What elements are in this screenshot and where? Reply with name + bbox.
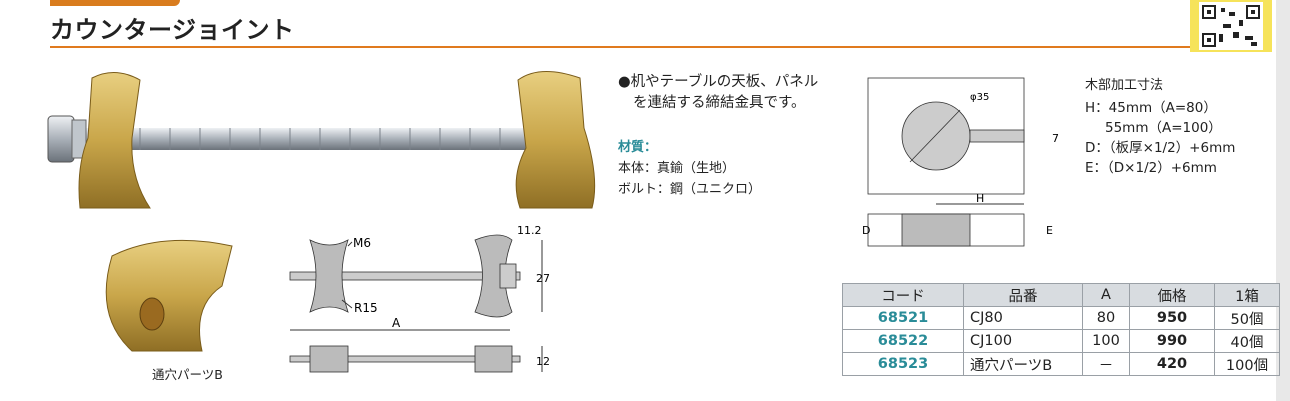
- material-bolt: ボルト：鋼（ユニクロ）: [618, 182, 762, 197]
- header-a: A: [1082, 283, 1130, 307]
- hole-drawing: φ35 7 H D E: [862, 77, 1059, 247]
- wood-work-heading: 木部加工寸法: [1085, 78, 1164, 93]
- phi-label: φ35: [970, 92, 989, 103]
- table-row: 68521 CJ80 80 950 50個: [842, 306, 1280, 330]
- cell-a: 80: [1082, 306, 1130, 330]
- product-photo: [47, 70, 596, 209]
- table-row: 68523 通穴パーツB － 420 100個: [842, 352, 1280, 376]
- page-title: カウンタージョイント: [50, 16, 295, 44]
- cell-a: 100: [1082, 329, 1130, 353]
- header-price: 価格: [1129, 283, 1215, 307]
- e-label: E: [1046, 224, 1053, 237]
- cell-price: 420: [1129, 352, 1215, 376]
- wood-line-2: 55mm（A=100）: [1105, 120, 1222, 136]
- h-label: H: [976, 192, 984, 205]
- page-edge: [1276, 0, 1290, 401]
- title-divider: [50, 46, 1190, 48]
- spec-table: コード 品番 A 価格 1箱 68521 CJ80 80 950 50個 685…: [842, 283, 1280, 376]
- cell-part-number: 通穴パーツB: [963, 352, 1083, 376]
- cell-price: 990: [1129, 329, 1215, 353]
- qr-code-icon[interactable]: [1190, 0, 1272, 52]
- cell-box: 40個: [1214, 329, 1280, 353]
- cell-code: 68522: [842, 329, 964, 353]
- cell-part-number: CJ100: [963, 329, 1083, 353]
- cell-a: －: [1082, 352, 1130, 376]
- cell-code: 68523: [842, 352, 964, 376]
- table-header-row: コード 品番 A 価格 1箱: [842, 283, 1280, 307]
- dim-12-label: 12: [536, 355, 550, 368]
- material-heading: 材質：: [618, 140, 658, 155]
- wood-line-4: E：（D×1/2）+6mm: [1085, 160, 1217, 176]
- cell-code: 68521: [842, 306, 964, 330]
- cell-box: 50個: [1214, 306, 1280, 330]
- header-code: コード: [842, 283, 964, 307]
- description: ●机やテーブルの天板、パネル を連結する締結金具です。: [618, 72, 818, 114]
- cell-box: 100個: [1214, 352, 1280, 376]
- material-details: 本体：真鍮（生地） ボルト：鋼（ユニクロ）: [618, 158, 761, 200]
- parts-b-caption: 通穴パーツB: [152, 367, 223, 382]
- joint-drawing: M6 R15 A 11.2 27 12: [289, 224, 550, 373]
- material-body: 本体：真鍮（生地）: [618, 161, 736, 176]
- seven-label: 7: [1052, 132, 1059, 145]
- wood-line-3: D：（板厚×1/2）+6mm: [1085, 140, 1236, 156]
- cell-price: 950: [1129, 306, 1215, 330]
- dim-11-2-label: 11.2: [517, 224, 542, 237]
- header-part-number: 品番: [963, 283, 1083, 307]
- header-box: 1箱: [1214, 283, 1280, 307]
- wood-line-1: H：45mm（A=80）: [1085, 100, 1217, 116]
- m6-label: M6: [353, 236, 371, 250]
- cell-part-number: CJ80: [963, 306, 1083, 330]
- category-tag: [50, 0, 180, 6]
- wood-work-specs: H：45mm（A=80） 55mm（A=100） D：（板厚×1/2）+6mm …: [1085, 98, 1235, 178]
- r15-label: R15: [354, 301, 378, 315]
- table-row: 68522 CJ100 100 990 40個: [842, 329, 1280, 353]
- parts-b-photo: [105, 239, 233, 352]
- description-line-2: を連結する締結金具です。: [633, 95, 806, 111]
- a-dimension-label: A: [392, 316, 401, 330]
- dim-27-label: 27: [536, 272, 550, 285]
- d-label: D: [862, 224, 870, 237]
- description-line-1: ●机やテーブルの天板、パネル: [618, 74, 819, 90]
